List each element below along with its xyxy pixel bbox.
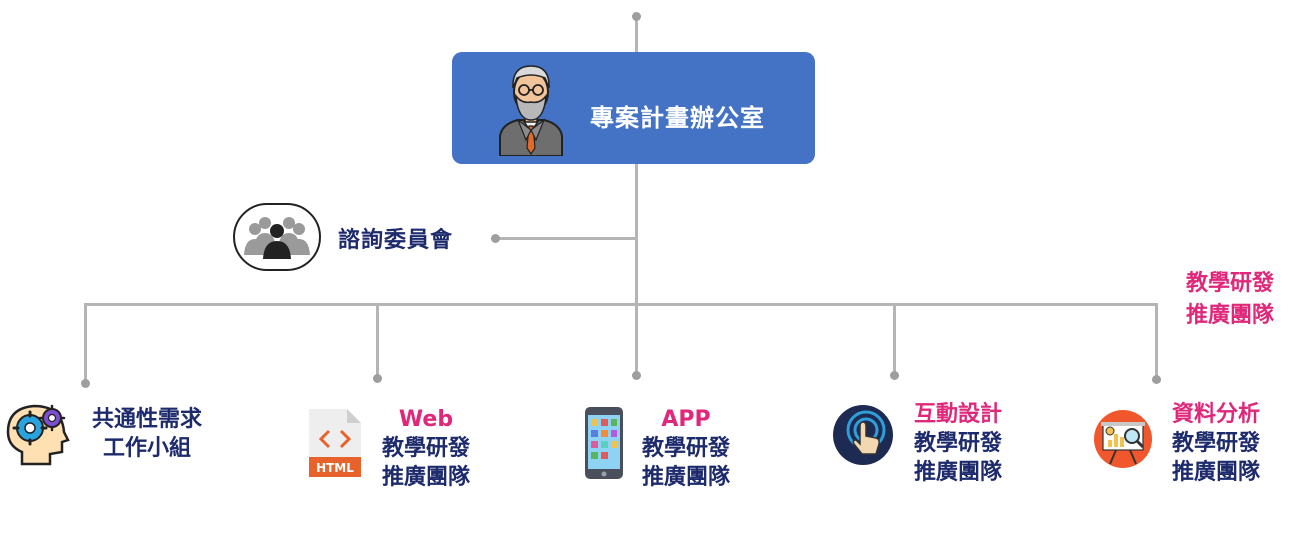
team-5-line-1: 教學研發 <box>1171 431 1260 456</box>
team-web-text[interactable]: Web 教學研發 推廣團隊 <box>366 405 486 492</box>
project-office-title: 專案計畫辦公室 <box>590 104 765 132</box>
team-1-line-2: 工作小組 <box>102 436 191 461</box>
team-3-line-2: 推廣團隊 <box>641 465 730 490</box>
advisory-committee-badge[interactable] <box>233 203 321 271</box>
team-2-line-2: 推廣團隊 <box>381 465 470 490</box>
team-drop-dot-5 <box>1152 375 1161 384</box>
team-4-line-1: 教學研發 <box>913 431 1002 456</box>
team-5-line-2: 推廣團隊 <box>1171 460 1260 485</box>
team-4-title: 互動設計 <box>913 402 1002 427</box>
team-4-line-2: 推廣團隊 <box>913 460 1002 485</box>
team-drop-dot-1 <box>81 379 90 388</box>
top-connector <box>635 16 638 52</box>
team-2-line-1: 教學研發 <box>381 436 470 461</box>
team-drop-1 <box>84 303 87 383</box>
team-bus <box>84 303 1158 306</box>
team-drop-2 <box>376 303 379 376</box>
team-common-requirements-text[interactable]: 共通性需求 工作小組 <box>82 405 212 463</box>
team-drop-4 <box>893 303 896 374</box>
businessman-icon <box>499 65 563 156</box>
team-3-title: APP <box>661 407 711 432</box>
side-note-line-2: 推廣團隊 <box>1186 303 1275 328</box>
team-drop-5 <box>1155 303 1158 377</box>
team-drop-dot-2 <box>373 374 382 383</box>
project-office-box[interactable]: 專案計畫辦公室 <box>452 52 815 164</box>
svg-text:HTML: HTML <box>316 461 354 475</box>
team-app-text[interactable]: APP 教學研發 推廣團隊 <box>626 405 746 492</box>
side-note: 教學研發 推廣團隊 <box>1186 268 1274 332</box>
team-1-line-1: 共通性需求 <box>91 407 202 432</box>
team-interaction-text[interactable]: 互動設計 教學研發 推廣團隊 <box>898 400 1018 487</box>
smartphone-icon <box>585 407 623 479</box>
group-people-icon <box>244 217 310 259</box>
team-data-analysis-text[interactable]: 資料分析 教學研發 推廣團隊 <box>1156 400 1276 487</box>
team-5-title: 資料分析 <box>1171 402 1260 427</box>
side-note-line-1: 教學研發 <box>1186 271 1275 296</box>
html-file-icon: HTML <box>309 409 361 477</box>
advisory-connector-dot <box>491 234 500 243</box>
touch-hand-icon <box>833 405 893 465</box>
advisory-connector <box>496 237 636 240</box>
data-chart-icon <box>1094 410 1152 468</box>
team-drop-dot-4 <box>890 371 899 380</box>
gears-head-icon <box>6 404 70 466</box>
advisory-committee-label[interactable]: 諮詢委員會 <box>338 228 454 253</box>
main-trunk <box>635 164 638 376</box>
team-3-line-1: 教學研發 <box>641 436 730 461</box>
team-2-title: Web <box>398 407 454 432</box>
top-connector-dot <box>632 12 641 21</box>
team-drop-dot-3 <box>632 371 641 380</box>
